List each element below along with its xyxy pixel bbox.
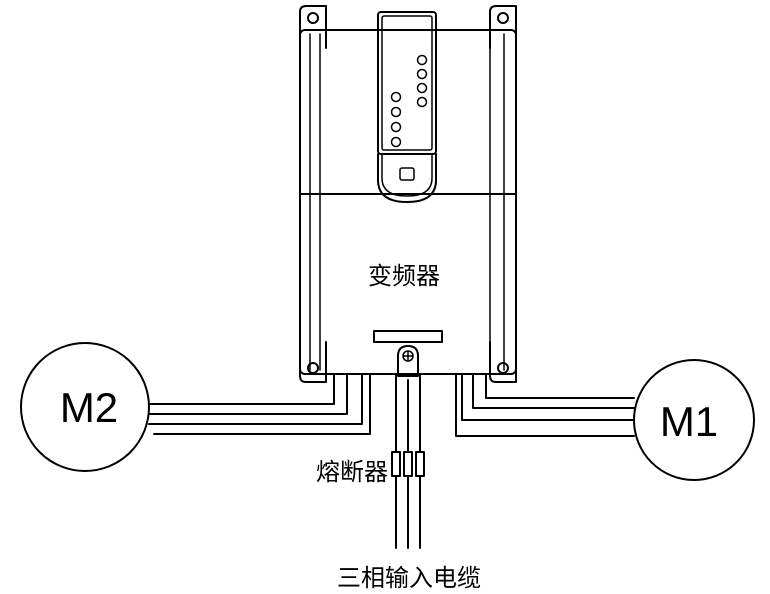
mounting-bracket-top-left <box>299 5 327 49</box>
indicator-led <box>390 91 402 103</box>
inverter-label: 变频器 <box>368 262 440 290</box>
fuse <box>415 451 425 477</box>
indicator-led <box>416 54 428 66</box>
fuse <box>403 451 413 477</box>
motor-m1-label: M1 <box>660 398 718 445</box>
fuse <box>391 451 401 477</box>
mounting-bracket-top-right <box>489 5 517 49</box>
mounting-bracket-bottom-right <box>489 341 517 383</box>
indicator-led <box>390 136 402 148</box>
keypad-port-icon <box>399 167 415 181</box>
motor-m2-label: M2 <box>60 384 118 431</box>
mounting-bracket-bottom-left <box>299 341 327 383</box>
input-cable <box>395 373 421 549</box>
fuse-block <box>391 451 425 477</box>
keypad-panel <box>377 11 437 203</box>
input-cable-label: 三相输入电缆 <box>337 564 481 592</box>
nameplate-slot <box>373 330 443 343</box>
output-wires-m1 <box>455 373 635 437</box>
inverter-housing <box>299 29 517 375</box>
inverter-unit <box>299 5 517 383</box>
ground-terminal <box>397 345 419 377</box>
fuse-label: 熔断器 <box>316 458 388 486</box>
indicator-led <box>390 121 402 133</box>
indicator-led <box>416 96 428 108</box>
indicator-led <box>416 68 428 80</box>
indicator-leds <box>390 54 428 148</box>
motor-m2 <box>20 342 150 472</box>
output-wires-m2 <box>148 373 371 435</box>
indicator-led <box>416 82 428 94</box>
indicator-led <box>390 106 402 118</box>
